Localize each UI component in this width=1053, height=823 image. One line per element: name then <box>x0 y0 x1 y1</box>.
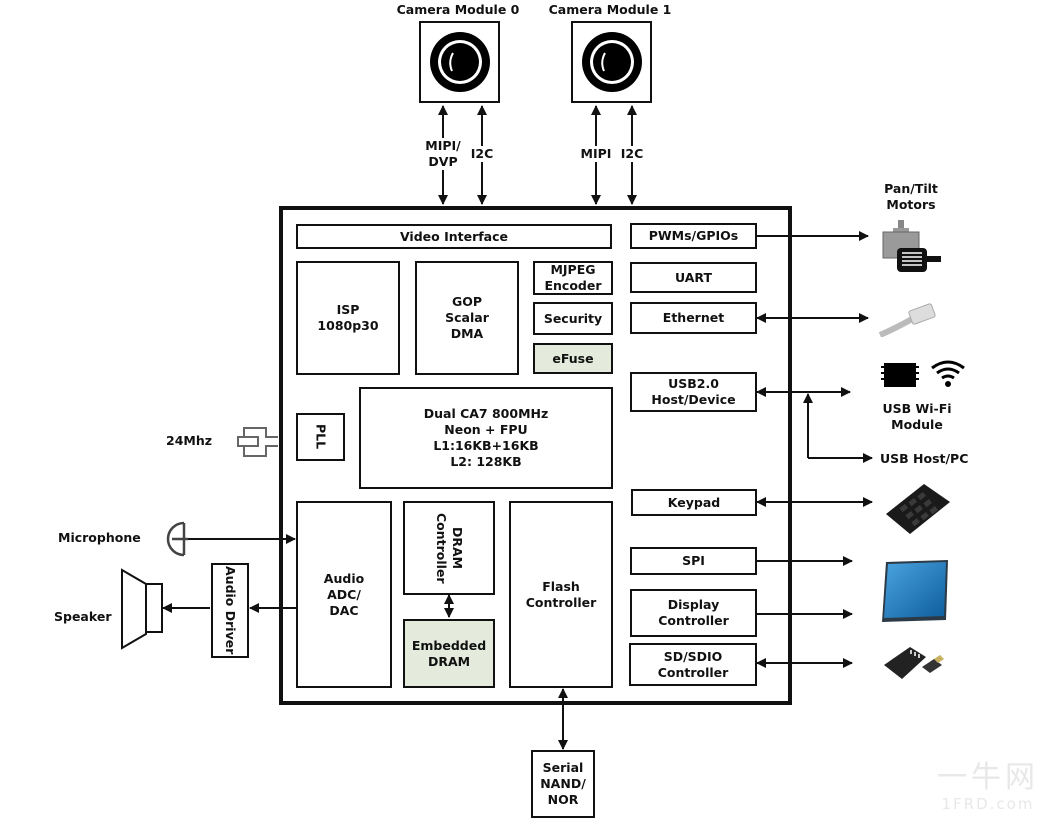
security-block: Security <box>533 302 613 335</box>
pwm-gpio-block: PWMs/GPIOs <box>630 223 757 249</box>
spi-block: SPI <box>630 547 757 575</box>
audio-driver-block: Audio Driver <box>211 563 249 658</box>
stepper-motor-icon <box>882 220 941 272</box>
camera-module-0 <box>419 21 500 103</box>
soc-boundary <box>279 206 792 705</box>
cam1-bus-i2c-label: I2C <box>616 146 648 162</box>
cam1-bus-mipi-label: MIPI <box>576 146 616 162</box>
flash-controller-block: Flash Controller <box>509 501 613 688</box>
crystal-frequency-label: 24Mhz <box>166 433 213 448</box>
efuse-block: eFuse <box>533 343 613 374</box>
usb-host-pc-label: USB Host/PC <box>880 451 969 466</box>
pan-tilt-motors-label: Pan/Tilt Motors <box>884 181 938 212</box>
lcd-display-icon <box>882 560 948 622</box>
embedded-dram-block: Embedded DRAM <box>403 619 495 688</box>
watermark-line2: 1FRD.com <box>941 795 1035 813</box>
camera-lens-icon <box>429 32 490 92</box>
gop-scalar-dma-block: GOP Scalar DMA <box>415 261 519 375</box>
sdio-controller-block: SD/SDIO Controller <box>629 643 757 686</box>
crystal-oscillator-icon <box>237 427 278 457</box>
mjpeg-encoder-block: MJPEG Encoder <box>533 261 613 295</box>
camera-lens-icon <box>581 32 642 92</box>
watermark: 一牛网 1FRD.com <box>937 763 1039 817</box>
speaker-label: Speaker <box>54 609 112 624</box>
microphone-icon <box>166 521 188 557</box>
numeric-keypad-icon <box>886 484 950 534</box>
display-controller-block: Display Controller <box>630 589 757 637</box>
camera-module-0-label: Camera Module 0 <box>396 2 520 17</box>
camera-module-1 <box>571 21 652 103</box>
sd-card-icon <box>884 647 944 679</box>
speaker-icon <box>121 568 163 650</box>
dram-controller-block: DRAM Controller <box>403 501 495 595</box>
chip-icon <box>881 363 919 387</box>
usb-block: USB2.0 Host/Device <box>630 372 757 412</box>
cam0-bus-mipi-dvp-label: MIPI/ DVP <box>418 138 468 170</box>
keypad-block: Keypad <box>631 489 757 516</box>
audio-adc-dac-block: Audio ADC/ DAC <box>296 501 392 688</box>
watermark-line1: 一牛网 <box>937 760 1039 795</box>
wifi-icon <box>931 360 965 387</box>
usb-wifi-module-label: USB Wi-Fi Module <box>882 401 952 432</box>
cpu-block: Dual CA7 800MHz Neon + FPU L1:16KB+16KB … <box>359 387 613 489</box>
uart-block: UART <box>630 262 757 293</box>
camera-module-1-label: Camera Module 1 <box>548 2 672 17</box>
pll-block: PLL <box>296 413 345 461</box>
ethernet-cable-icon <box>878 303 936 337</box>
cam0-bus-i2c-label: I2C <box>466 146 498 162</box>
isp-block: ISP 1080p30 <box>296 261 400 375</box>
video-interface-block: Video Interface <box>296 224 612 249</box>
ethernet-block: Ethernet <box>630 302 757 334</box>
serial-nand-nor-block: Serial NAND/ NOR <box>531 750 595 818</box>
microphone-label: Microphone <box>58 530 141 545</box>
